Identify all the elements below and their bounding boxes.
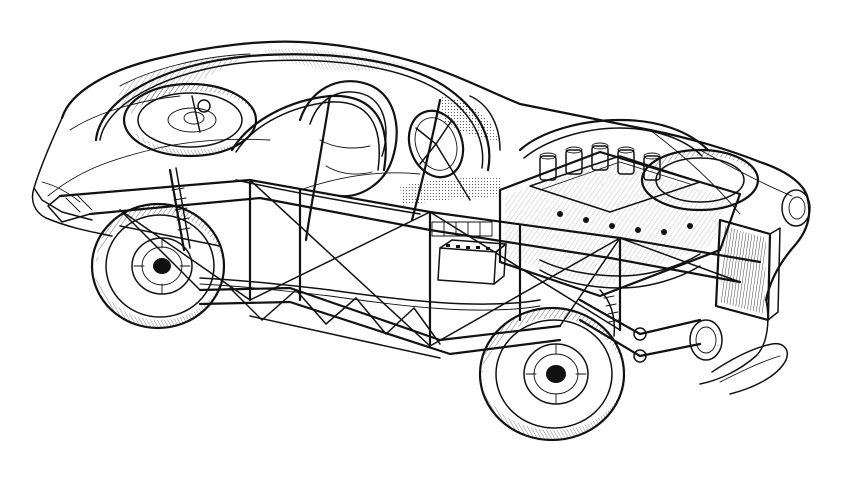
rear-wheel xyxy=(90,202,226,330)
rear-suspension xyxy=(119,167,221,252)
body-shell xyxy=(31,40,811,395)
battery xyxy=(437,239,507,285)
front-spare-wheel xyxy=(640,148,760,212)
radiator xyxy=(714,218,781,322)
engine-block xyxy=(498,118,742,298)
front-suspension xyxy=(578,289,702,363)
exhaust-pipes xyxy=(199,277,541,311)
cockpit-sill xyxy=(235,172,493,237)
dashboard xyxy=(400,95,501,206)
driver-seat xyxy=(298,80,398,198)
rear-spare-wheel xyxy=(122,82,258,158)
front-wheel xyxy=(478,306,626,442)
